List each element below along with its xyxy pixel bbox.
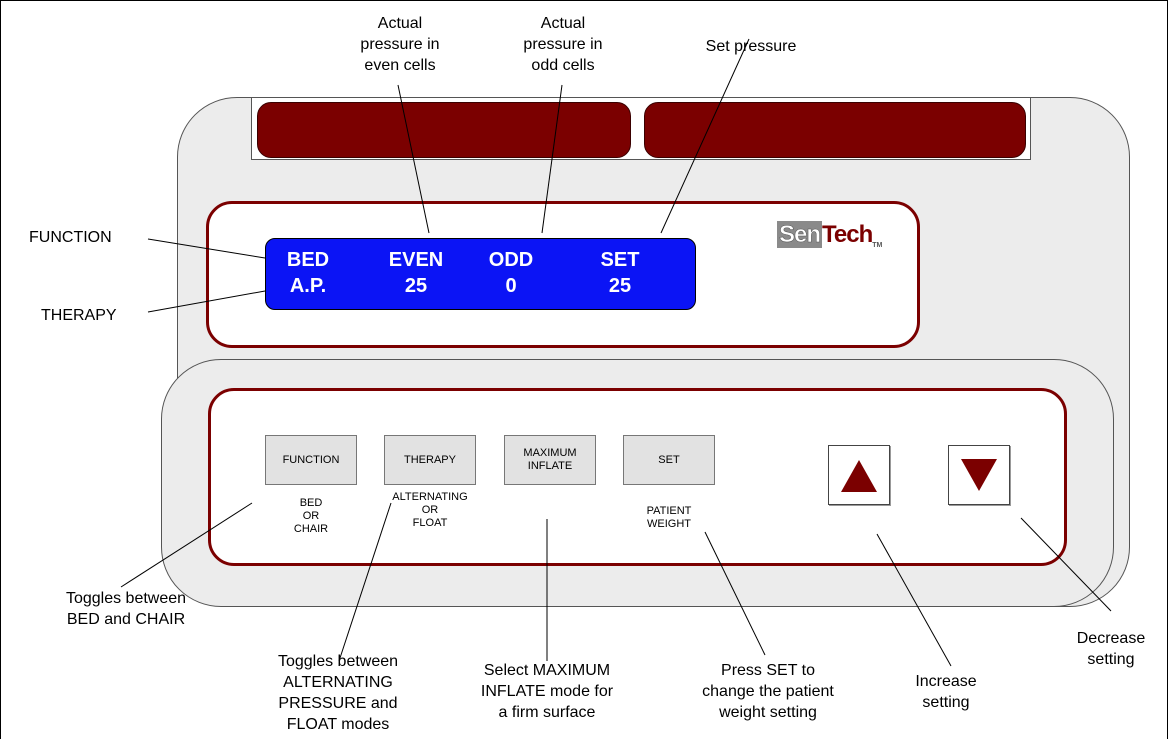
callout-function: FUNCTION (29, 229, 112, 246)
lcd-row2-col1: A.P. (289, 275, 327, 297)
therapy-sublabel: ALTERNATING OR FLOAT (392, 491, 468, 529)
callout-set-pressure: Set pressure (705, 38, 797, 55)
function-button[interactable]: FUNCTION (265, 435, 357, 485)
lcd-row1-col2: EVEN (388, 249, 444, 271)
function-sublabel: BED OR CHAIR (293, 497, 329, 535)
decrease-button[interactable] (948, 445, 1010, 505)
callout-increase: Increase setting (915, 673, 977, 711)
maximum-inflate-label-line2: INFLATE (527, 460, 573, 472)
lcd-screen: BED EVEN ODD SET A.P. 25 0 25 (265, 238, 696, 310)
set-button[interactable]: SET (623, 435, 715, 485)
callout-press-set: Press SET to change the patient weight s… (702, 662, 834, 721)
maximum-inflate-label-line1: MAXIMUM (523, 447, 577, 459)
lcd-row1-col3: ODD (488, 249, 534, 271)
callout-toggle-bed-chair: Toggles between BED and CHAIR (65, 590, 187, 628)
callout-actual-even: Actual pressure in even cells (360, 15, 440, 74)
set-sublabel: PATIENT WEIGHT (646, 505, 692, 530)
maximum-inflate-button[interactable]: MAXIMUM INFLATE (504, 435, 596, 485)
indicator-lamp-left (257, 102, 631, 158)
lcd-row2-col4: 25 (608, 275, 632, 297)
lcd-row1-col4: SET (600, 249, 640, 271)
triangle-down-icon (961, 459, 997, 491)
increase-button[interactable] (828, 445, 890, 505)
indicator-lamp-right (644, 102, 1026, 158)
lcd-row2-col2: 25 (404, 275, 428, 297)
callout-decrease: Decrease setting (1076, 630, 1146, 668)
therapy-button[interactable]: THERAPY (384, 435, 476, 485)
callout-toggle-therapy: Toggles between ALTERNATING PRESSURE and… (277, 653, 399, 733)
lcd-row1-col1: BED (286, 249, 330, 271)
lcd-row2-col3: 0 (505, 275, 517, 297)
sentech-logo: SenTechTM (777, 221, 883, 249)
callout-therapy: THERAPY (41, 307, 117, 324)
callout-actual-odd: Actual pressure in odd cells (523, 15, 603, 74)
callout-max-inflate: Select MAXIMUM INFLATE mode for a firm s… (480, 662, 614, 721)
triangle-up-icon (841, 460, 877, 492)
